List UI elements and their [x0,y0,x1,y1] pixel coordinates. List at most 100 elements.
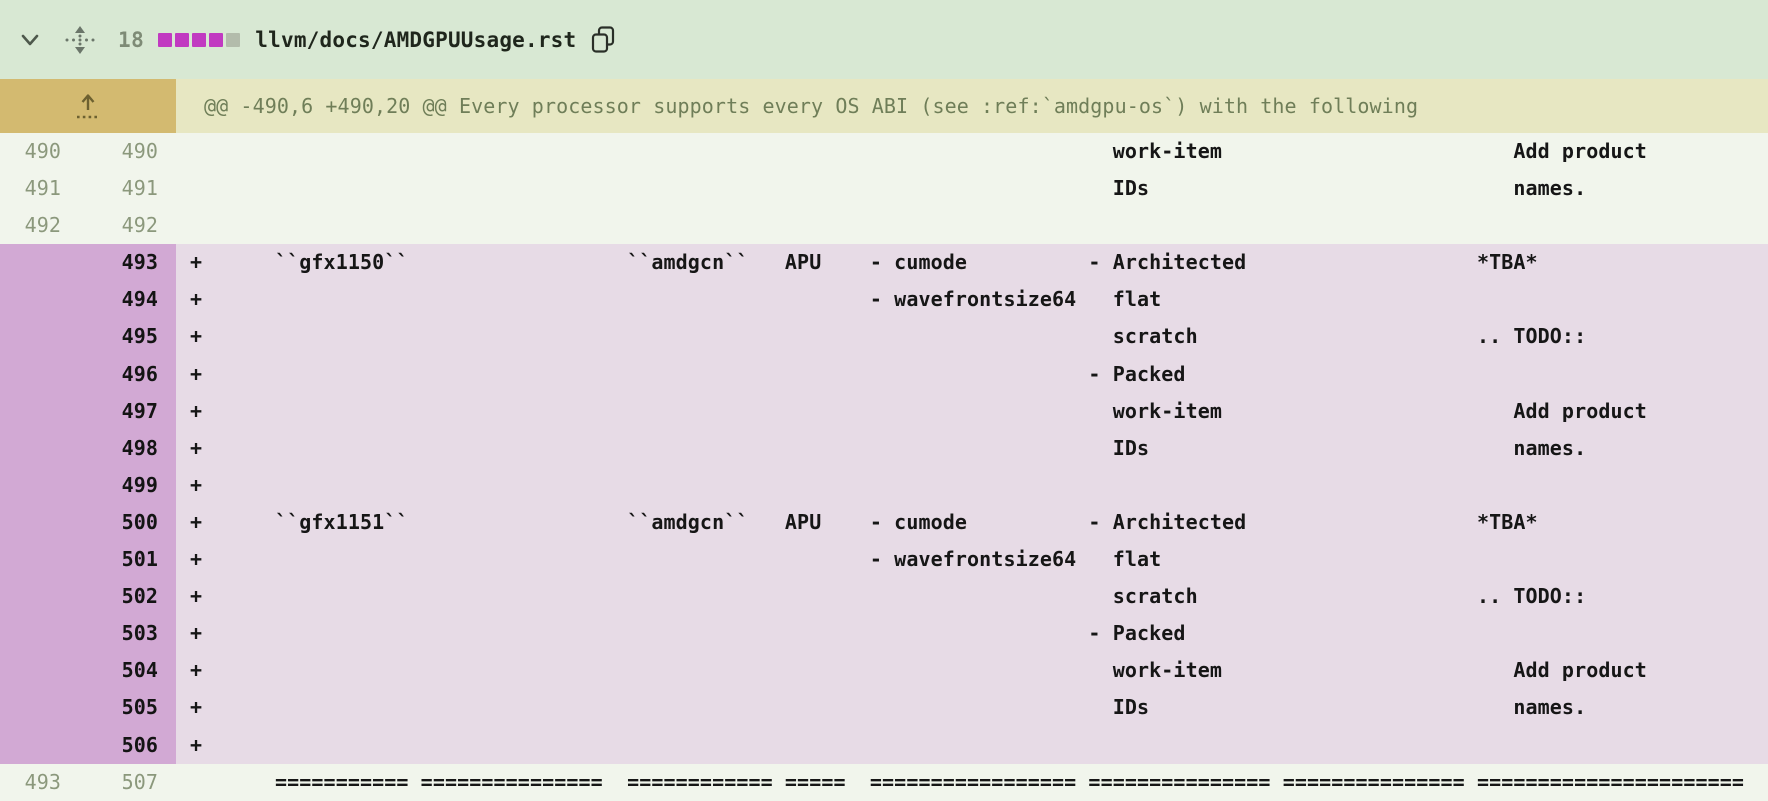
gutter-pad [158,615,176,652]
old-line-number[interactable] [0,727,61,764]
old-line-number[interactable]: 493 [24,769,61,794]
gutter-pad [158,578,176,615]
gutter-pad [158,727,176,764]
old-line-number[interactable] [0,393,61,430]
gutter-pad [158,281,176,318]
new-line-number[interactable]: 490 [121,139,158,163]
line-number-gutter: 493 507 [0,764,176,801]
gutter-pad [158,689,176,726]
old-line-number[interactable] [0,652,61,689]
new-line-number[interactable]: 499 [121,472,158,497]
old-line-number[interactable] [0,541,61,578]
diff-stat-block [192,32,207,47]
diff-row: 504 + work-item Add product [0,652,1768,690]
diff-stat-block [158,32,173,47]
gutter-pad [158,764,176,801]
new-line-number[interactable]: 502 [121,584,158,609]
diff-row: 498 + IDs names. [0,429,1768,467]
gutter-pad [158,318,176,355]
old-line-number[interactable] [0,467,61,504]
code-line: + [190,472,203,497]
gutter-pad [158,170,176,207]
diff-row: 502 + scratch .. TODO:: [0,578,1768,616]
hunk-header-cell: @@ -490,6 +490,20 @@ Every processor sup… [176,79,1768,133]
line-number-gutter: 505 [0,689,176,727]
new-line-number[interactable]: 504 [121,658,158,683]
new-line-number[interactable]: 506 [121,732,158,757]
old-line-number[interactable] [0,578,61,615]
gutter-pad [158,652,176,689]
code-line [176,207,1768,244]
expand-up-button[interactable] [0,79,176,133]
new-line-number[interactable]: 505 [121,695,158,720]
file-header: 18 llvm/docs/AMDGPUUsage.rst [0,0,1768,79]
new-line-number[interactable]: 498 [121,435,158,460]
old-line-number[interactable] [0,689,61,726]
old-line-number[interactable] [0,244,61,281]
new-line-number[interactable]: 493 [121,250,158,275]
code-line: + work-item Add product [190,398,1647,423]
diff-row: 493 507 =========== =============== =====… [0,763,1768,801]
diff-row: 496 + - Packed [0,355,1768,393]
gutter-pad [158,393,176,430]
gutter-pad [158,541,176,578]
new-line-number[interactable]: 496 [121,361,158,386]
code-line: + IDs names. [190,435,1587,460]
old-line-number[interactable]: 491 [24,176,61,201]
old-line-number[interactable] [0,504,61,541]
gutter-pad [158,430,176,467]
collapse-chevron-icon[interactable] [16,26,44,54]
code-line: =========== =============== ============… [190,769,1745,794]
code-line: + - wavefrontsize64 flat [190,287,1162,312]
diff-stat-block [175,32,190,47]
old-line-number[interactable]: 490 [24,139,61,163]
line-number-gutter: 491 491 [0,170,176,207]
code-line: + scratch .. TODO:: [190,324,1587,349]
code-line: + work-item Add product [190,658,1647,683]
line-number-gutter: 503 [0,615,176,653]
gutter-pad [158,356,176,393]
line-number-gutter: 490 490 [0,133,176,170]
new-line-number[interactable]: 500 [121,509,158,534]
old-line-number[interactable] [0,356,61,393]
gutter-pad [158,207,176,244]
old-line-number[interactable] [0,615,61,652]
gutter-pad [158,244,176,281]
new-line-number[interactable]: 491 [121,176,158,201]
old-line-number[interactable] [0,318,61,355]
line-number-gutter: 493 [0,244,176,282]
gutter-pad [158,467,176,504]
line-number-gutter: 502 [0,578,176,616]
old-line-number[interactable]: 492 [24,213,61,238]
new-line-number[interactable]: 507 [121,769,158,794]
expand-up-icon [77,94,99,119]
drag-handle-icon[interactable] [64,24,96,56]
diff-row: 506 + [0,726,1768,764]
file-path[interactable]: llvm/docs/AMDGPUUsage.rst [255,27,577,52]
line-number-gutter: 504 [0,652,176,690]
code-line: + [190,732,203,757]
gutter-pad [158,133,176,170]
diff-row: 494 + - wavefrontsize64 flat [0,281,1768,319]
code-line: + scratch .. TODO:: [190,584,1587,609]
code-line: + ``gfx1150`` ``amdgcn`` APU - cumode - … [190,250,1538,275]
new-line-number[interactable]: 495 [121,324,158,349]
old-line-number[interactable] [0,430,61,467]
code-line: + - wavefrontsize64 flat [190,547,1162,572]
code-line: work-item Add product [190,139,1647,163]
diff-row: 501 + - wavefrontsize64 flat [0,541,1768,579]
copy-path-button[interactable] [590,25,617,54]
line-number-gutter: 501 [0,541,176,579]
diff-row: 505 + IDs names. [0,689,1768,727]
diff-row: 492 492 [0,207,1768,245]
new-line-number[interactable]: 501 [121,547,158,572]
diff-rows: 490 490 work-item Add product 491 491 [0,133,1768,801]
hunk-header-row: @@ -490,6 +490,20 @@ Every processor sup… [0,79,1768,133]
new-line-number[interactable]: 503 [121,621,158,646]
new-line-number[interactable]: 492 [121,213,158,238]
new-line-number[interactable]: 497 [121,398,158,423]
code-line: + - Packed [190,621,1186,646]
old-line-number[interactable] [0,281,61,318]
new-line-number[interactable]: 494 [121,287,158,312]
